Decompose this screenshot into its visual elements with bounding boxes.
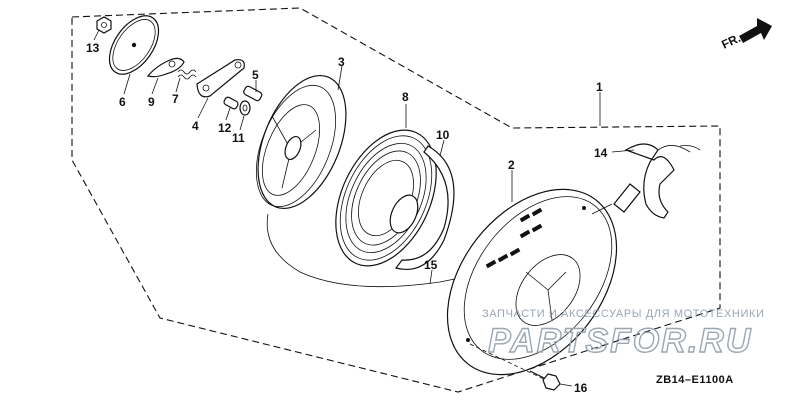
callout-15: 15	[424, 258, 438, 272]
part-spring	[177, 69, 197, 80]
part-collar	[223, 96, 239, 110]
callout-14: 14	[594, 146, 608, 160]
callout-8: 8	[402, 90, 409, 104]
part-spring-case	[394, 145, 455, 270]
part-reel	[255, 74, 347, 210]
part-washer	[239, 100, 251, 116]
front-direction-label: FR.	[719, 31, 742, 52]
part-ratchet-pawl	[196, 59, 245, 98]
callout-13: 13	[86, 41, 100, 55]
rope-guide	[591, 203, 613, 215]
watermark-logo-text: PARTSFOR.RU	[488, 322, 752, 360]
assembly-boundary	[71, 7, 721, 393]
part-starter-grip	[613, 143, 701, 219]
callout-6: 6	[119, 95, 126, 109]
callout-2: 2	[508, 158, 515, 172]
callout-9: 9	[148, 95, 155, 109]
callout-10: 10	[436, 128, 450, 142]
callout-7: 7	[172, 92, 179, 106]
part-friction-spring	[146, 57, 185, 78]
front-direction-arrow: FR.	[719, 18, 772, 52]
part-flange-bolt	[469, 343, 561, 391]
callout-1: 1	[596, 80, 603, 94]
part-cover-plate	[108, 15, 160, 75]
callout-11: 11	[232, 131, 245, 145]
watermark-tagline: ЗАПЧАСТИ И АКСЕССУАРЫ ДЛЯ МОТОТЕХНИКИ	[482, 308, 764, 320]
case-vent-slots	[485, 207, 543, 269]
callout-labels: 1 2 3 4 5 6 7 8 9 10 11 12 13 14 15 16	[86, 41, 608, 395]
diagram-code: ZB14–E1100A	[656, 374, 734, 386]
leader-lines	[93, 29, 635, 387]
callout-12: 12	[218, 121, 232, 135]
callout-4: 4	[192, 119, 199, 133]
part-recoil-spring	[335, 129, 437, 267]
part-nut	[96, 16, 112, 34]
callout-5: 5	[252, 68, 259, 82]
callout-3: 3	[338, 55, 345, 69]
part-pin	[243, 85, 263, 102]
part-starter-case	[446, 188, 618, 376]
callout-16: 16	[574, 381, 588, 395]
watermark: ЗАПЧАСТИ И АКСЕССУАРЫ ДЛЯ МОТОТЕХНИКИ PA…	[482, 308, 764, 361]
